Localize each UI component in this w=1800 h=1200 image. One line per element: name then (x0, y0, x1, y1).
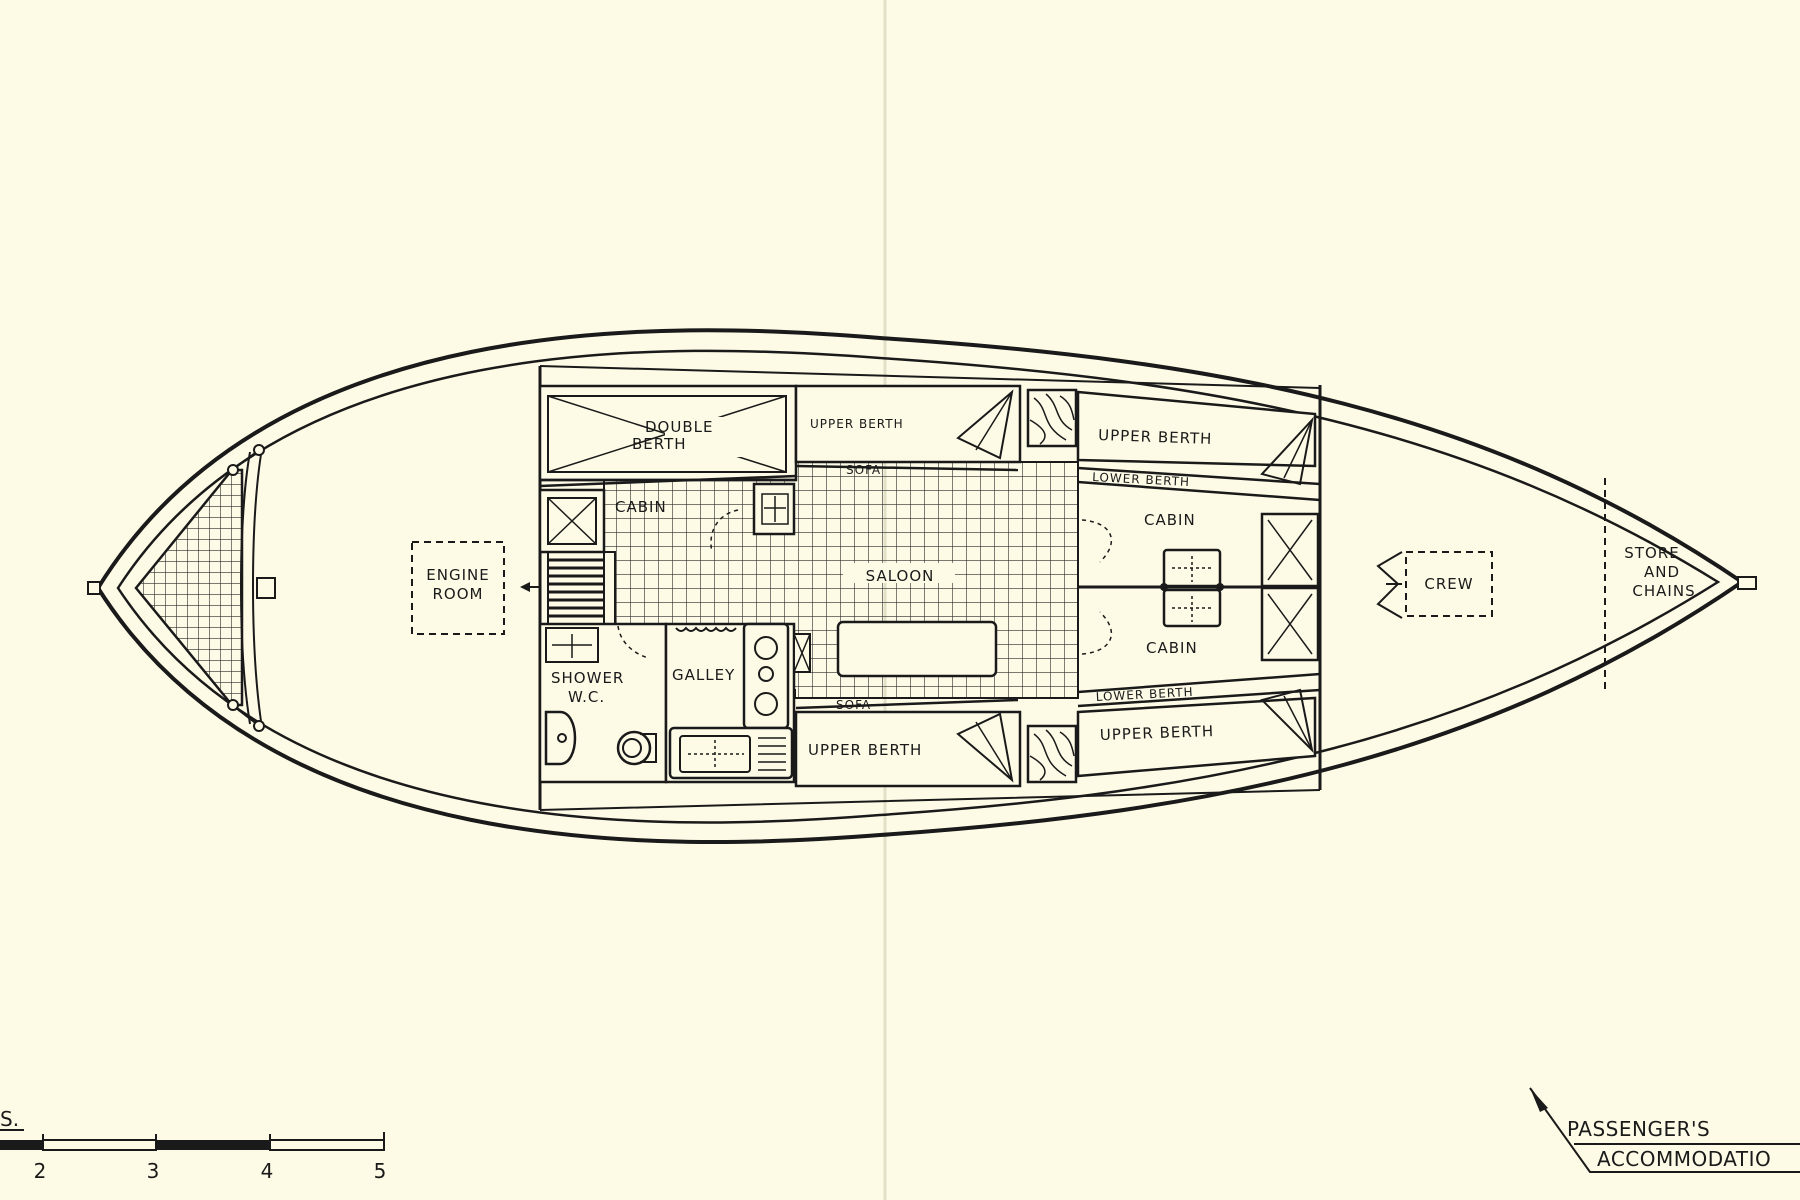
store-label-1: STORE (1624, 544, 1679, 562)
title-line-2: ACCOMMODATIO (1597, 1147, 1771, 1171)
crew-quarters: CREW (1376, 551, 1493, 619)
cabin-aft-label: CABIN (615, 498, 667, 516)
upper-berth-port-mid: UPPER BERTH SOFA (794, 384, 1022, 477)
engine-room: ENGINE ROOM (411, 541, 540, 635)
cabin-fwd-port-label: CABIN (1144, 511, 1196, 529)
deck-edge-lines (539, 365, 1321, 811)
upper-berth-port-mid-label: UPPER BERTH (810, 417, 904, 431)
cabin-fwd-stbd-label: CABIN (1146, 639, 1198, 657)
lower-berth-port: LOWER BERTH (1077, 466, 1321, 502)
lower-berth-stbd: LOWER BERTH (1077, 672, 1321, 708)
galley: GALLEY (664, 622, 811, 784)
galley-sink (668, 726, 794, 780)
forward-cabins: CABIN CABIN (1078, 511, 1320, 662)
cockpit-grating (134, 444, 276, 732)
upper-berth-port-fwd-label: UPPER BERTH (1098, 426, 1213, 448)
shower-wc: SHOWER W.C. (538, 622, 668, 784)
shower-label-2: W.C. (568, 688, 605, 706)
scale-tick-3: 3 (147, 1159, 160, 1183)
wash-basin (752, 482, 796, 536)
upper-berth-stbd-fwd: UPPER BERTH (1076, 688, 1317, 778)
upper-berth-port-fwd: UPPER BERTH (1076, 390, 1317, 486)
scale-unit-label: S. (0, 1107, 19, 1131)
upper-berth-stbd-mid-label: UPPER BERTH (808, 741, 922, 759)
title-line-1: PASSENGER'S (1567, 1117, 1710, 1141)
upper-berth-stbd-mid: SOFA UPPER BERTH (794, 698, 1022, 788)
companionway-stairs (547, 551, 605, 625)
crew-label: CREW (1424, 575, 1473, 593)
hull (87, 328, 1757, 845)
sofa-stbd-label: SOFA (836, 698, 871, 712)
double-berth-label-1: DOUBLE (645, 418, 713, 436)
saloon-table (836, 620, 998, 678)
galley-label: GALLEY (672, 666, 735, 684)
bow-fitting (87, 581, 101, 595)
mast-post-stbd (1026, 724, 1078, 784)
shower-label-1: SHOWER (551, 669, 624, 687)
double-berth-cabin: DOUBLE BERTH CABIN (538, 384, 798, 554)
scale-bar: S. 2 3 4 5 (0, 1107, 386, 1183)
stove (742, 622, 790, 730)
saloon-label: SALOON (866, 567, 935, 585)
title-block: PASSENGER'S ACCOMMODATIO (1529, 1087, 1800, 1173)
store-and-chains: STORE AND CHAINS (1604, 478, 1695, 690)
stern-fitting (1737, 576, 1757, 590)
store-label-2: AND (1644, 563, 1680, 581)
scale-tick-4: 4 (261, 1159, 274, 1183)
scale-tick-2: 2 (34, 1159, 47, 1183)
store-label-3: CHAINS (1632, 582, 1695, 600)
double-berth-label-2: BERTH (632, 435, 687, 453)
lower-berth-stbd-label: LOWER BERTH (1095, 685, 1194, 704)
engine-room-label-1: ENGINE (426, 566, 489, 584)
sofa-port-label: SOFA (846, 463, 881, 477)
mast-post-port (1026, 388, 1078, 448)
lower-berth-port-label: LOWER BERTH (1092, 470, 1191, 489)
upper-berth-stbd-fwd-label: UPPER BERTH (1100, 722, 1215, 744)
engine-room-label-2: ROOM (433, 585, 484, 603)
scale-tick-5: 5 (374, 1159, 387, 1183)
